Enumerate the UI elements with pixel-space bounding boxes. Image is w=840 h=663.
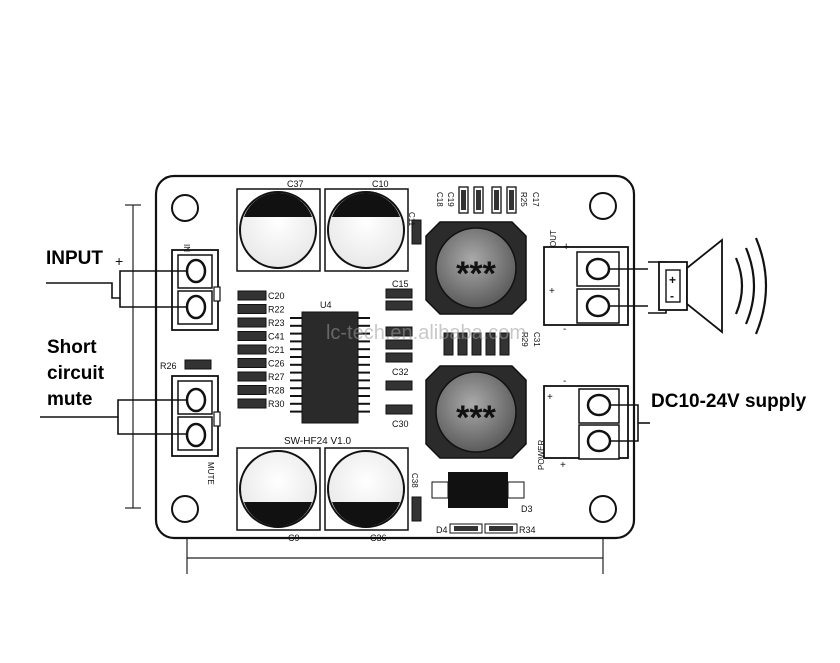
- c36-label: C36: [370, 533, 387, 543]
- power-label: POWER: [537, 440, 546, 470]
- out-minus: -: [563, 324, 566, 335]
- smd-r22: [237, 304, 267, 314]
- d4-label: D4: [436, 525, 448, 535]
- c32-label: C32: [392, 367, 409, 377]
- r25-label: R25: [519, 192, 528, 207]
- supply-label: DC10-24V supply: [651, 391, 807, 412]
- input-label: INPUT: [46, 248, 103, 269]
- out-label: OUT: [549, 230, 558, 247]
- d4-r34: D4 R34: [436, 523, 536, 535]
- c18-label: C18: [435, 192, 444, 207]
- power-top-minus: -: [563, 376, 566, 387]
- mute-label-line3: mute: [47, 389, 93, 410]
- smd-label-c41: C41: [268, 332, 285, 342]
- diode-d3: D3: [431, 472, 533, 514]
- cap-c10: C10: [324, 179, 409, 272]
- cap-c37: C37: [236, 179, 321, 272]
- power-bottom-plus: +: [560, 460, 566, 471]
- smd-c41: [237, 331, 267, 341]
- c10-label: C10: [372, 179, 389, 189]
- smd-label-r28: R28: [268, 386, 285, 396]
- out-plus: +: [563, 241, 569, 253]
- right-component-column: C15 C32 C30: [385, 279, 413, 429]
- wires: [40, 268, 650, 442]
- smd-label-r22: R22: [268, 305, 285, 315]
- smd-label-r27: R27: [268, 372, 285, 382]
- u4-label: U4: [320, 300, 332, 310]
- smd-r30: [237, 398, 267, 409]
- speaker-minus: -: [670, 289, 674, 303]
- out-mid-plus: +: [549, 286, 555, 297]
- mute-label-line1: Short: [47, 337, 97, 358]
- mounting-holes: [171, 192, 617, 523]
- c17-label: C17: [531, 192, 540, 207]
- smd-c26: [237, 358, 267, 368]
- c30-label: C30: [392, 419, 409, 429]
- board-version: SW-HF24 V1.0: [284, 436, 351, 447]
- resistor-r26: R26: [160, 359, 212, 371]
- smd-r23: [237, 317, 267, 328]
- mute-terminal: MUTE: [171, 375, 221, 485]
- smd-label-r23: R23: [268, 318, 285, 328]
- smd-r28: [237, 385, 267, 395]
- header-in-label: IN: [182, 244, 191, 252]
- c11-label: C11: [407, 212, 416, 227]
- watermark: lc-tech.en.alibaba.com: [326, 322, 526, 344]
- inductor-top: ***: [425, 221, 527, 315]
- c15-label: C15: [392, 279, 409, 289]
- cap-c36: C36: [324, 447, 409, 543]
- inductor-top-marking: ***: [456, 255, 496, 293]
- header-mute-label: MUTE: [206, 462, 215, 485]
- speaker-plus: +: [669, 273, 676, 287]
- smd-c20: [237, 290, 267, 301]
- smd-label-c21: C21: [268, 345, 285, 355]
- smd-label-c26: C26: [268, 359, 285, 369]
- cap-c38: C38: [410, 473, 422, 522]
- c37-label: C37: [287, 179, 304, 189]
- top-small-parts: C18 C19 R25 C17: [435, 186, 540, 214]
- input-plus: +: [115, 253, 123, 269]
- mute-label-line2: circuit: [47, 363, 105, 384]
- smd-label-r30: R30: [268, 399, 285, 409]
- cap-c9: C9: [236, 447, 321, 543]
- inductor-bottom: ***: [425, 365, 527, 459]
- r26-label: R26: [160, 361, 177, 371]
- ic-u4: U4: [290, 300, 370, 424]
- power-mid-plus: +: [547, 392, 553, 403]
- speaker-icon: + -: [648, 237, 768, 335]
- input-terminal: IN: [171, 244, 221, 331]
- d3-label: D3: [521, 504, 533, 514]
- c9-label: C9: [288, 533, 300, 543]
- mid-small-parts: R29 C31: [443, 332, 541, 356]
- c19-label: C19: [446, 192, 455, 207]
- cap-c11: C11: [407, 212, 422, 245]
- c31-label: C31: [532, 332, 541, 347]
- smd-label-c20: C20: [268, 291, 285, 301]
- r34-label: R34: [519, 525, 536, 535]
- power-terminal: POWER - + +: [537, 376, 629, 471]
- smd-c21: [237, 344, 267, 355]
- inductor-bottom-marking: ***: [456, 399, 496, 437]
- r29-label: R29: [520, 332, 529, 347]
- smd-r27: [237, 371, 267, 382]
- c38-label: C38: [410, 473, 419, 488]
